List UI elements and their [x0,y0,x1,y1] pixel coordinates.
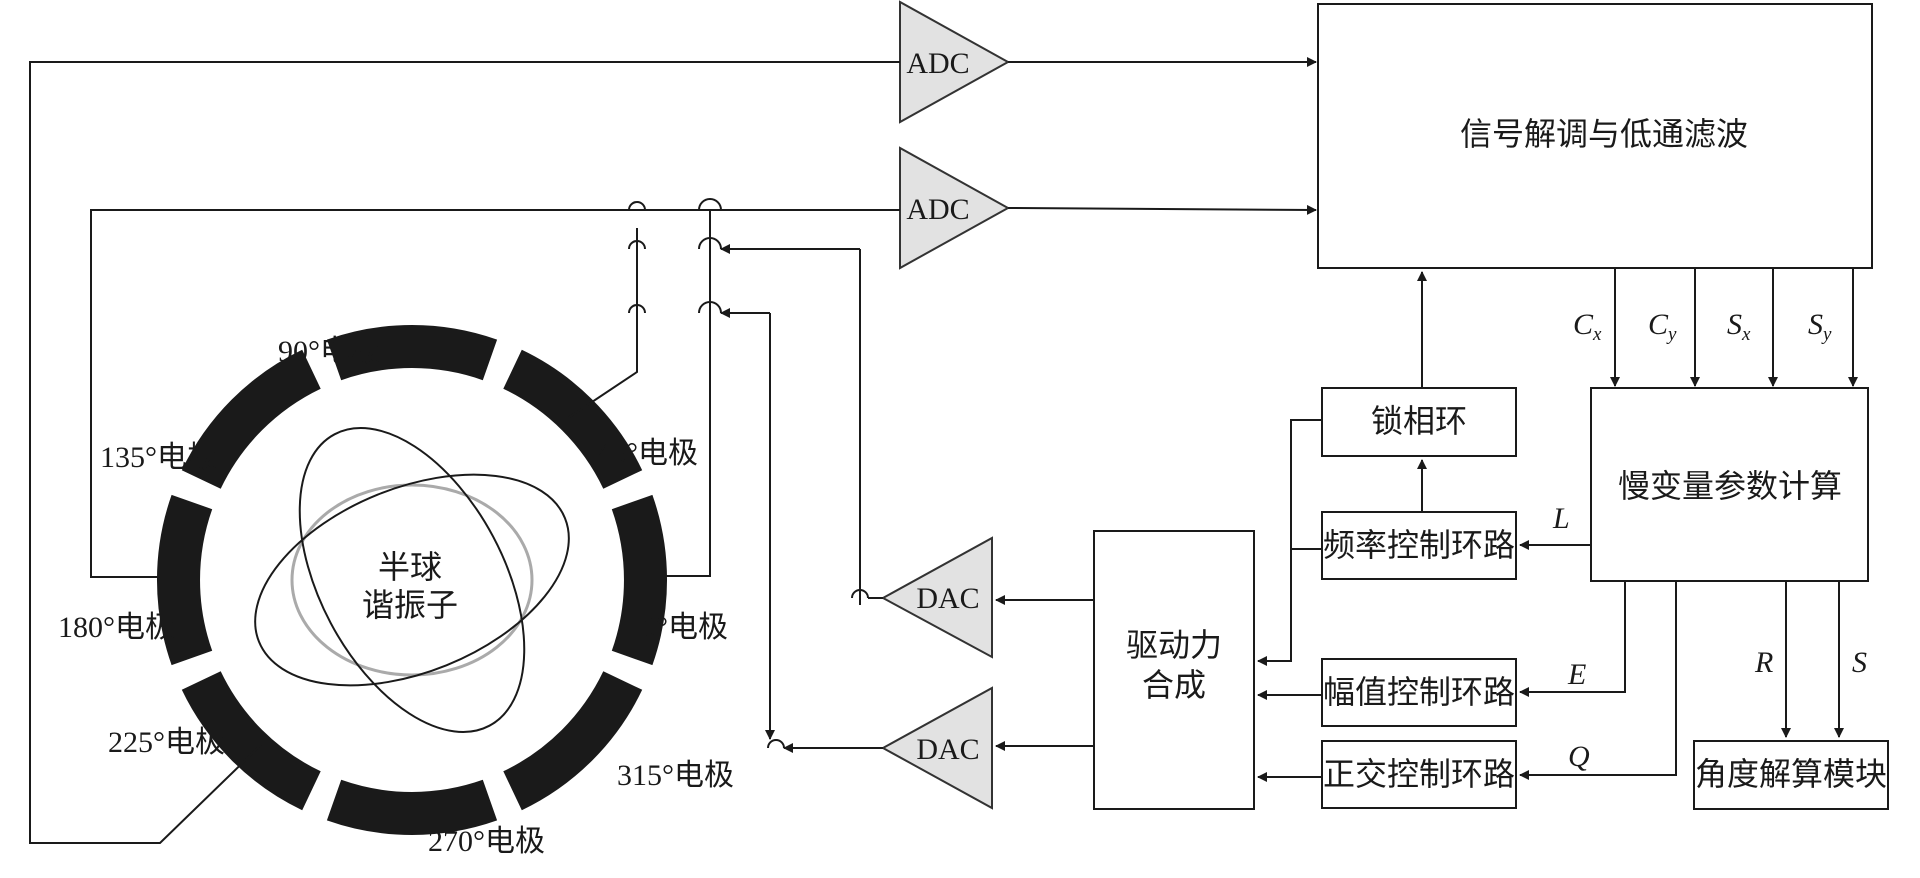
resonator-label-line1: 半球 [378,549,442,585]
quadrature-loop-block [1321,740,1517,809]
frequency-loop-block [1321,511,1517,580]
dac-label-bottom: DAC [916,733,979,766]
dac-label-top: DAC [916,582,979,615]
signal-E: E [1567,658,1586,691]
signal-cy: Cy [1648,308,1677,345]
drive-synthesis-block [1093,530,1255,810]
quadrature-loop-label: 正交控制环路 [1323,756,1515,792]
electrode-label-45: 45°电极 [596,437,698,470]
angle-solver-block [1693,740,1889,810]
pll-block [1321,387,1517,457]
adc-label-top: ADC [906,47,969,80]
electrode-wiring [29,61,900,844]
pll-label: 锁相环 [1371,403,1467,439]
electrode-label-270: 270°电极 [428,825,545,858]
electrode-segment-180 [156,494,213,666]
signal-Q: Q [1568,740,1590,773]
signal-S: S [1852,646,1867,679]
electrode-label-135: 135°电极 [100,441,217,474]
mode-ellipse-b [298,427,526,733]
electrode-segment-90 [326,324,498,381]
drive-synthesis-label-line2: 合成 [1142,667,1206,703]
electrode-segment-225 [181,671,321,811]
angle-solver-label: 角度解算模块 [1695,756,1887,792]
electrode-label-180: 180°电极 [58,611,175,644]
demod-lowpass-block [1317,3,1873,269]
processing-connections [995,57,1858,782]
slow-variable-label: 慢变量参数计算 [1618,468,1842,504]
electrode-segment-0 [611,494,668,666]
electrode-segment-135 [181,349,321,489]
mode-ellipse-a [254,473,570,687]
amplitude-loop-block [1321,658,1517,727]
electrode-label-90: 90°电极 [278,335,380,368]
nominal-mode-ellipse [290,483,534,677]
slow-variable-block [1590,387,1869,582]
electrode-label-315: 315°电极 [617,759,734,792]
signal-R: R [1754,646,1773,679]
drive-synthesis-label-line1: 驱动力 [1126,627,1222,663]
signal-sx: Sx [1727,308,1751,345]
amplitude-loop-label: 幅值控制环路 [1323,674,1515,710]
electrode-segment-315 [503,671,643,811]
demod-lowpass-label: 信号解调与低通滤波 [1460,116,1748,152]
signal-sy: Sy [1808,308,1832,345]
dac-amplifier-top [880,536,993,659]
signal-cx: Cx [1573,308,1602,345]
signal-L: L [1552,502,1570,535]
adc-amplifier-bottom [899,146,1011,270]
electrode-ring [156,324,668,836]
electrode-segment-270 [326,779,498,836]
dac-amplifier-bottom [880,686,993,810]
adc-label-bottom: ADC [906,193,969,226]
resonator-label-line2: 谐振子 [362,587,458,623]
electrode-label-0: 0°电极 [641,611,728,644]
frequency-loop-label: 频率控制环路 [1323,527,1515,563]
electrode-label-225: 225°电极 [108,726,225,759]
electrode-segment-45 [503,349,643,489]
vibration-modes [254,427,570,733]
